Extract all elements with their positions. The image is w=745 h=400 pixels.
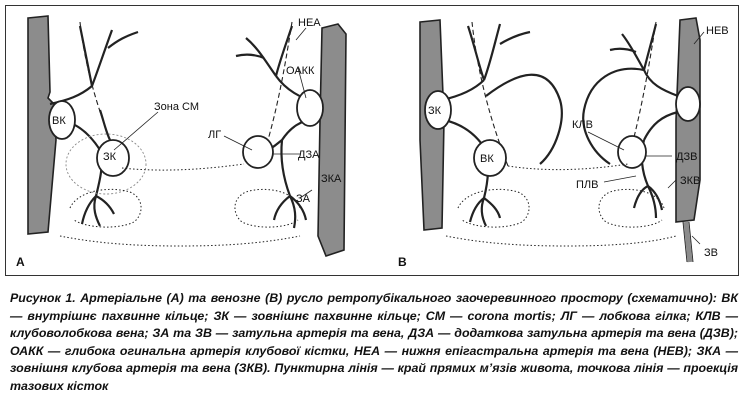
panel-b: ЗК ВК НЕВ КЛВ ДЗВ ПЛВ ЗКВ ЗВ B [398,17,729,269]
zone-cm-circle [65,133,147,195]
leaders-b [587,31,705,245]
pelvic-projection-a [59,163,301,247]
label-plv: ПЛВ [576,179,598,191]
label-zk-b: ЗК [428,105,442,117]
label-zk-a: ЗК [103,151,117,163]
ring-right-b [617,135,647,169]
label-zkv: ЗКВ [680,175,700,187]
panel-letter-b: B [398,255,407,269]
label-nev: НЕВ [706,25,729,37]
panel-letter-a: A [16,255,25,269]
label-oakk: ОАКК [286,65,315,77]
label-za: ЗА [296,193,311,205]
outer-ring-right-a [242,135,274,169]
figure-caption: Рисунок 1. Артеріальне (A) та венозне (B… [10,291,738,393]
inner-ring-right-a [296,89,324,127]
inner-ring-left-a [48,100,76,140]
label-zka: ЗКА [321,173,342,185]
vessel-right-a [317,23,347,257]
leaders-a [113,27,313,199]
label-vk-a: ВК [52,115,66,127]
label-zone-cm: Зона СМ [154,101,199,113]
inner-ring-right-b [675,86,701,122]
panel-a: ВК ЗК Зона СМ НЕА ОАКК ЛГ ДЗА ЗКА ЗА A [16,15,347,269]
label-lg: ЛГ [208,129,221,141]
pelvic-projection-b [445,163,677,247]
anatomy-figure: ВК ЗК Зона СМ НЕА ОАКК ЛГ ДЗА ЗКА ЗА A [5,5,739,276]
outer-ring-left-b [424,90,452,130]
label-dza: ДЗА [298,149,320,161]
vein-tail-b [683,221,693,263]
label-nea: НЕА [298,17,321,29]
label-zv: ЗВ [704,247,718,259]
figure-frame [5,5,739,276]
label-klv: КЛВ [572,119,593,131]
inner-ring-left-b [473,139,507,177]
label-dzv: ДЗВ [676,151,697,163]
label-vk-b: ВК [480,153,494,165]
outer-ring-left-a [96,139,130,177]
